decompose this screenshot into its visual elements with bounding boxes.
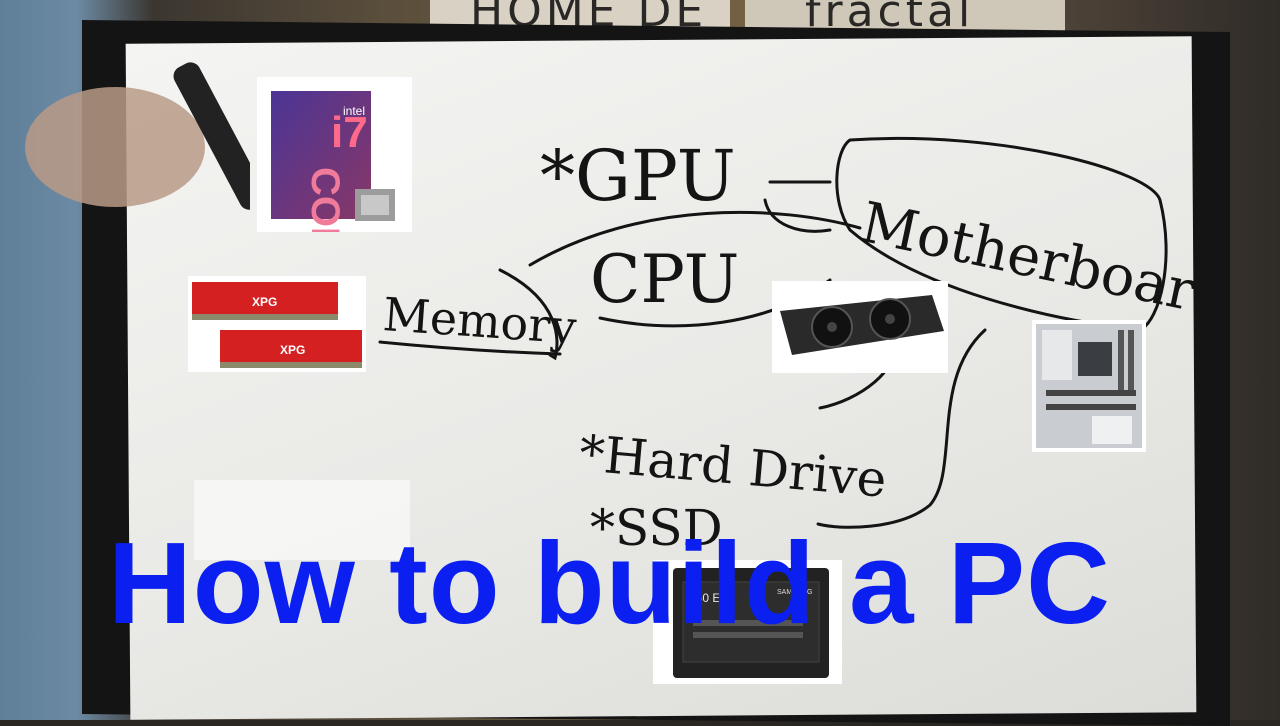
ssd-photo: 850 E 1TB SAMSUNG bbox=[653, 560, 842, 684]
presenter-hand bbox=[20, 52, 267, 222]
motherboard-photo bbox=[1032, 320, 1146, 452]
cpu-model: i7 bbox=[331, 108, 368, 157]
video-title: How to build a PC bbox=[108, 518, 1111, 648]
memory-arc-top bbox=[528, 210, 862, 267]
drive-bracket bbox=[816, 328, 987, 529]
cpu-label: CPU bbox=[590, 241, 739, 318]
ram-brand-2: XPG bbox=[280, 343, 305, 357]
gpu-photo bbox=[772, 281, 948, 373]
memory-bracket bbox=[498, 268, 559, 361]
cpu-brand: intel bbox=[343, 104, 365, 118]
ram-photo: XPG XPG bbox=[188, 276, 366, 372]
ssd-label: *SSD bbox=[590, 499, 723, 557]
cpu-series: CORE bbox=[303, 167, 347, 232]
memory-underline bbox=[378, 340, 562, 356]
gpu-label: *GPU bbox=[540, 135, 736, 217]
ram-brand-1: XPG bbox=[252, 295, 277, 309]
memory-label: Memory bbox=[381, 287, 578, 354]
ssd-model: 850 E bbox=[689, 591, 720, 605]
ssd-brand: SAMSUNG bbox=[777, 589, 812, 596]
ssd-capacity: 1TB bbox=[749, 594, 766, 604]
gpu-hook bbox=[763, 198, 832, 233]
board-glare bbox=[194, 480, 410, 560]
hard-drive-label: *Hard Drive bbox=[577, 424, 889, 509]
cpu-photo: CORE i7 intel bbox=[257, 77, 412, 232]
